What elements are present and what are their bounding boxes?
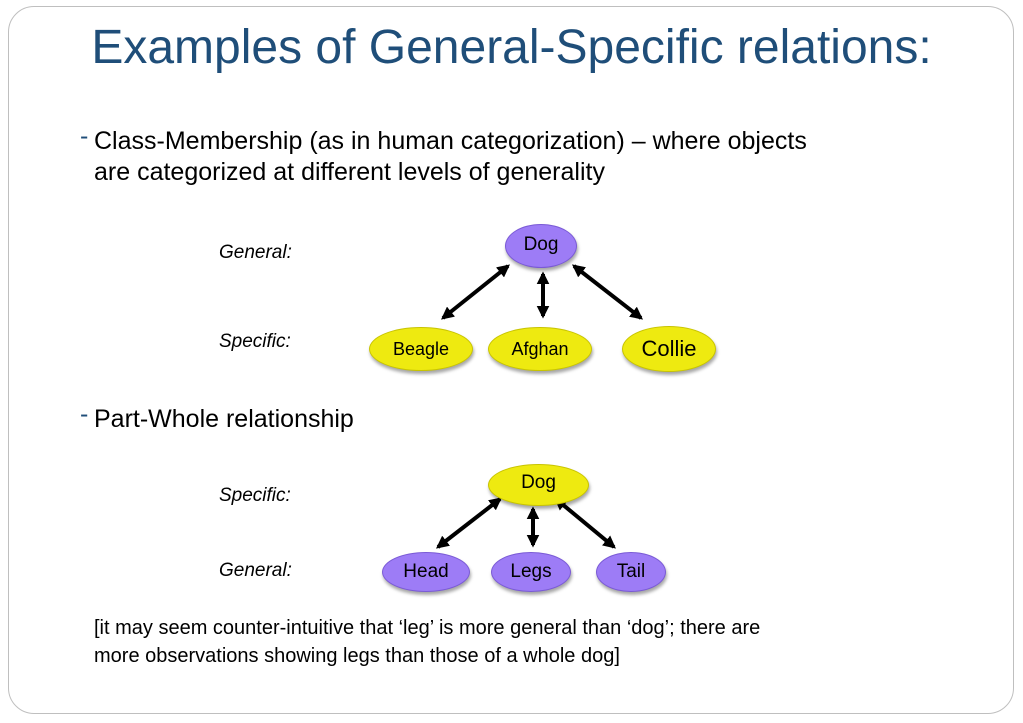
bullet-text-line: Part-Whole relationship — [94, 405, 354, 433]
slide-title: Examples of General-Specific relations: — [91, 21, 932, 74]
specific-label: Specific: — [219, 485, 291, 506]
node-legs: Legs — [491, 552, 571, 592]
footnote-line: [it may seem counter-intuitive that ‘leg… — [94, 617, 761, 639]
node-dog-general: Dog — [505, 224, 577, 268]
footnote: [it may seem counter-intuitive that ‘leg… — [94, 614, 954, 670]
arrow-dog-head — [435, 497, 503, 549]
arrow-dog-collie — [571, 264, 644, 320]
node-dog-specific: Dog — [488, 464, 589, 506]
node-head: Head — [382, 552, 470, 592]
node-beagle: Beagle — [369, 327, 473, 371]
bullet-text-line: Class-Membership (as in human categoriza… — [94, 127, 807, 155]
arrow-dog-beagle — [441, 264, 510, 320]
bullet-class-membership: - Class-Membership (as in human categori… — [80, 122, 807, 188]
bullet-text-line: are categorized at different levels of g… — [94, 158, 605, 186]
specific-label: Specific: — [219, 331, 291, 352]
footnote-line: more observations showing legs than thos… — [94, 645, 620, 667]
node-afghan: Afghan — [488, 327, 592, 371]
general-label: General: — [219, 560, 292, 581]
bullet-dash: - — [80, 122, 89, 150]
bullet-part-whole: - Part-Whole relationship — [80, 400, 354, 435]
bullet-dash: - — [80, 400, 89, 428]
arrow-dog-tail — [554, 497, 616, 549]
general-label: General: — [219, 242, 292, 263]
node-collie: Collie — [622, 326, 716, 372]
node-tail: Tail — [596, 552, 666, 592]
